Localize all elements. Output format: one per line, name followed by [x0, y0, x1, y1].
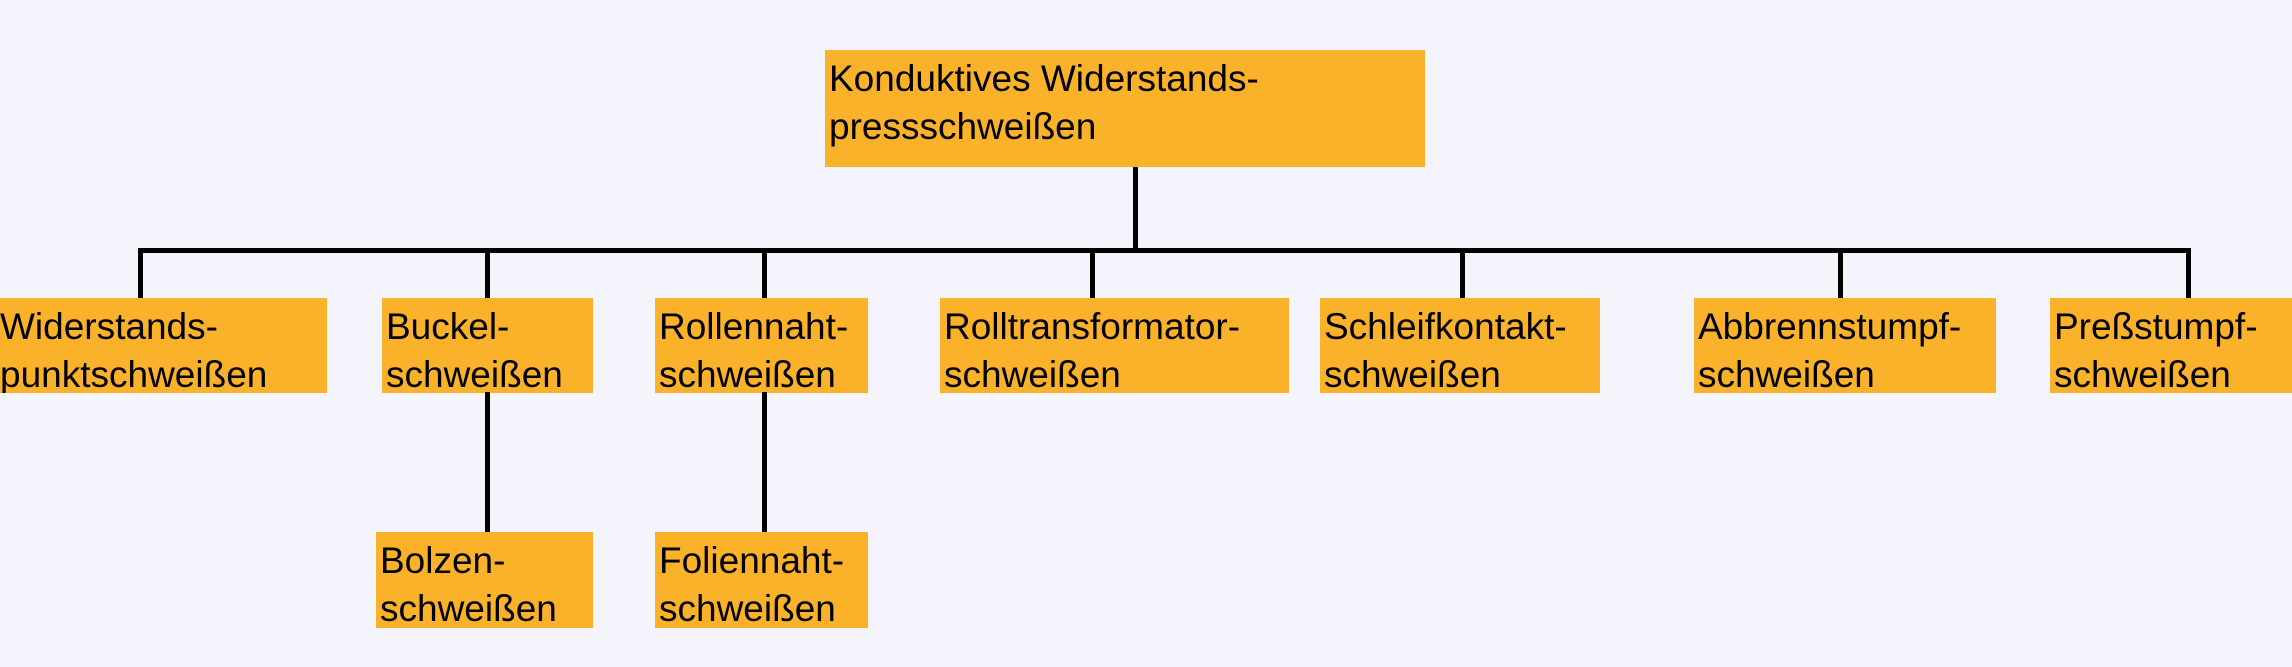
edge-bus-to-child-7	[2186, 248, 2191, 300]
edge-horizontal-bus	[138, 248, 2186, 253]
node-rolltransformatorschweissen[interactable]: Rolltransformator- schweißen	[940, 298, 1289, 393]
edge-root-to-bus	[1133, 167, 1138, 253]
edge-bus-to-child-4	[1090, 248, 1095, 300]
node-foliennahtschweissen[interactable]: Foliennaht- schweißen	[655, 532, 868, 628]
node-widerstandspunktschweissen[interactable]: Widerstands- punktschweißen	[0, 298, 327, 393]
node-schleifkontaktschweissen[interactable]: Schleifkontakt- schweißen	[1320, 298, 1600, 393]
node-pressstumpfschweissen[interactable]: Preßstumpf- schweißen	[2050, 298, 2292, 393]
node-bolzenschweissen[interactable]: Bolzen- schweißen	[376, 532, 593, 628]
node-abbrennstumpfschweissen[interactable]: Abbrennstumpf- schweißen	[1694, 298, 1996, 393]
node-root[interactable]: Konduktives Widerstands- pressschweißen	[825, 50, 1425, 167]
edge-rollennaht-to-foliennaht	[762, 392, 767, 533]
edge-bus-to-child-3	[762, 248, 767, 300]
edge-bus-to-child-2	[485, 248, 490, 300]
node-buckelschweissen[interactable]: Buckel- schweißen	[382, 298, 593, 393]
edge-buckel-to-bolzen	[485, 392, 490, 533]
edge-bus-to-child-5	[1460, 248, 1465, 300]
edge-bus-to-child-6	[1838, 248, 1843, 300]
node-rollennahtschweissen[interactable]: Rollennaht- schweißen	[655, 298, 868, 393]
edge-bus-to-child-1	[138, 248, 143, 300]
